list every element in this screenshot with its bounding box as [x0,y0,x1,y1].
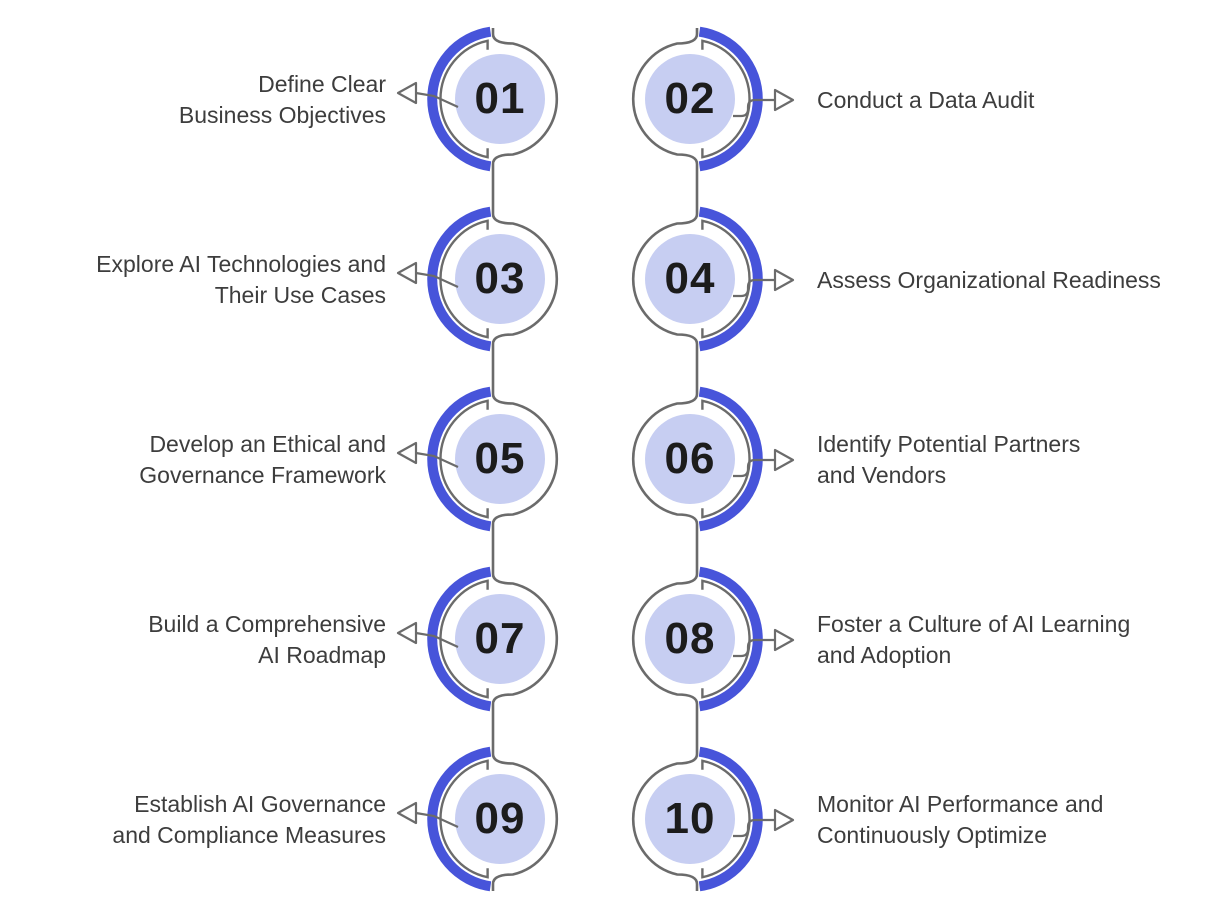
arrow-right-icon [733,268,795,298]
number-circle [455,594,545,684]
step-number: 01 [474,74,526,123]
step-node-rings [427,190,559,370]
step-label-line: Assess Organizational Readiness [817,266,1161,293]
inner-ring-arc [701,399,751,519]
step-label-line: and Vendors [817,462,947,488]
step-number: 06 [664,434,716,483]
step-number: 07 [474,614,526,663]
number-circle [455,414,545,504]
step-group: 06 Identify Potential Partners and Vendor… [605,370,1080,550]
step-label-line: Continuously Optimize [817,822,1048,848]
ring-arc [491,730,559,891]
step-number: 10 [664,794,716,843]
step-group: 09 Establish AI Governance and Compliance… [112,730,585,903]
number-circle [455,774,545,864]
step-label-line: Identify Potential Partners [817,431,1081,457]
inner-ring-arc [701,579,751,699]
step-label-line: Their Use Cases [214,282,386,308]
step-label-line: Explore AI Technologies and [96,251,386,277]
step-label-line: Business Objectives [178,102,386,128]
ring-arc [491,190,559,370]
step-label: Establish AI Governance and Compliance Me… [8,775,386,865]
step-group: 04 Assess Organizational Readiness [605,190,1161,370]
step-label-line: Establish AI Governance [134,791,386,817]
accent-arc [427,206,492,352]
step-label-line: Define Clear [258,71,386,97]
step-number: 09 [474,794,526,843]
step-label-line: Monitor AI Performance and [817,791,1104,817]
step-label-line: and Compliance Measures [112,822,386,848]
step-number: 03 [474,254,526,303]
arrow-right-icon [733,448,795,478]
number-circle [645,234,735,324]
step-label-line: Governance Framework [139,462,386,488]
step-label-line: Conduct a Data Audit [817,86,1035,113]
accent-arc [427,26,492,172]
arrow-left-icon [396,801,459,828]
step-label-line: AI Roadmap [258,642,386,668]
step-label: Foster a Culture of AI Learning and Adopt… [817,595,1217,685]
step-node-rings [427,370,559,550]
arrow-left-icon [396,621,459,648]
inner-ring-arc [701,39,751,159]
step-label-line: Develop an Ethical and [149,431,386,457]
accent-arc [427,566,492,712]
ring-arc [631,370,699,550]
ring-arc [631,550,699,730]
step-label: Build a Comprehensive AI Roadmap [8,595,386,685]
step-label-line: Foster a Culture of AI Learning [817,611,1131,637]
arrow-left-icon [396,81,459,108]
ring-arc [491,370,559,550]
step-number: 08 [664,614,716,663]
arrow-left-icon [396,441,459,468]
step-number: 02 [664,74,716,123]
arrow-left-icon [396,261,459,288]
step-number: 05 [474,434,526,483]
step-label: Assess Organizational Readiness [817,235,1217,325]
step-number: 04 [664,254,716,303]
number-circle [645,54,735,144]
ring-arc [631,190,699,370]
ring-arc [631,730,699,891]
number-circle [455,54,545,144]
arrow-right-icon [733,808,795,838]
step-node-rings [427,26,559,190]
step-group: 02 Conduct a Data Audit [605,10,1034,190]
step-group: 07 Build a Comprehensive AI Roadmap [148,550,585,730]
accent-arc [427,746,492,892]
number-circle [645,774,735,864]
number-circle [645,594,735,684]
ring-arc [631,28,699,190]
step-label: Identify Potential Partners and Vendors [817,415,1217,505]
step-node-rings [631,550,763,730]
inner-ring-arc [701,759,751,879]
number-circle [645,414,735,504]
step-label: Conduct a Data Audit [817,55,1217,145]
accent-arc [427,386,492,532]
number-circle [455,234,545,324]
step-group: 08 Foster a Culture of AI Learning and Ad… [605,550,1130,730]
step-node-rings [427,550,559,730]
inner-ring-arc [701,219,751,339]
ring-arc [491,550,559,730]
step-label-line: and Adoption [817,642,952,668]
ring-arc [491,28,559,190]
arrow-right-icon [733,88,795,118]
step-node-rings [427,730,559,892]
arrow-right-icon [733,628,795,658]
step-label-line: Build a Comprehensive [148,611,386,637]
